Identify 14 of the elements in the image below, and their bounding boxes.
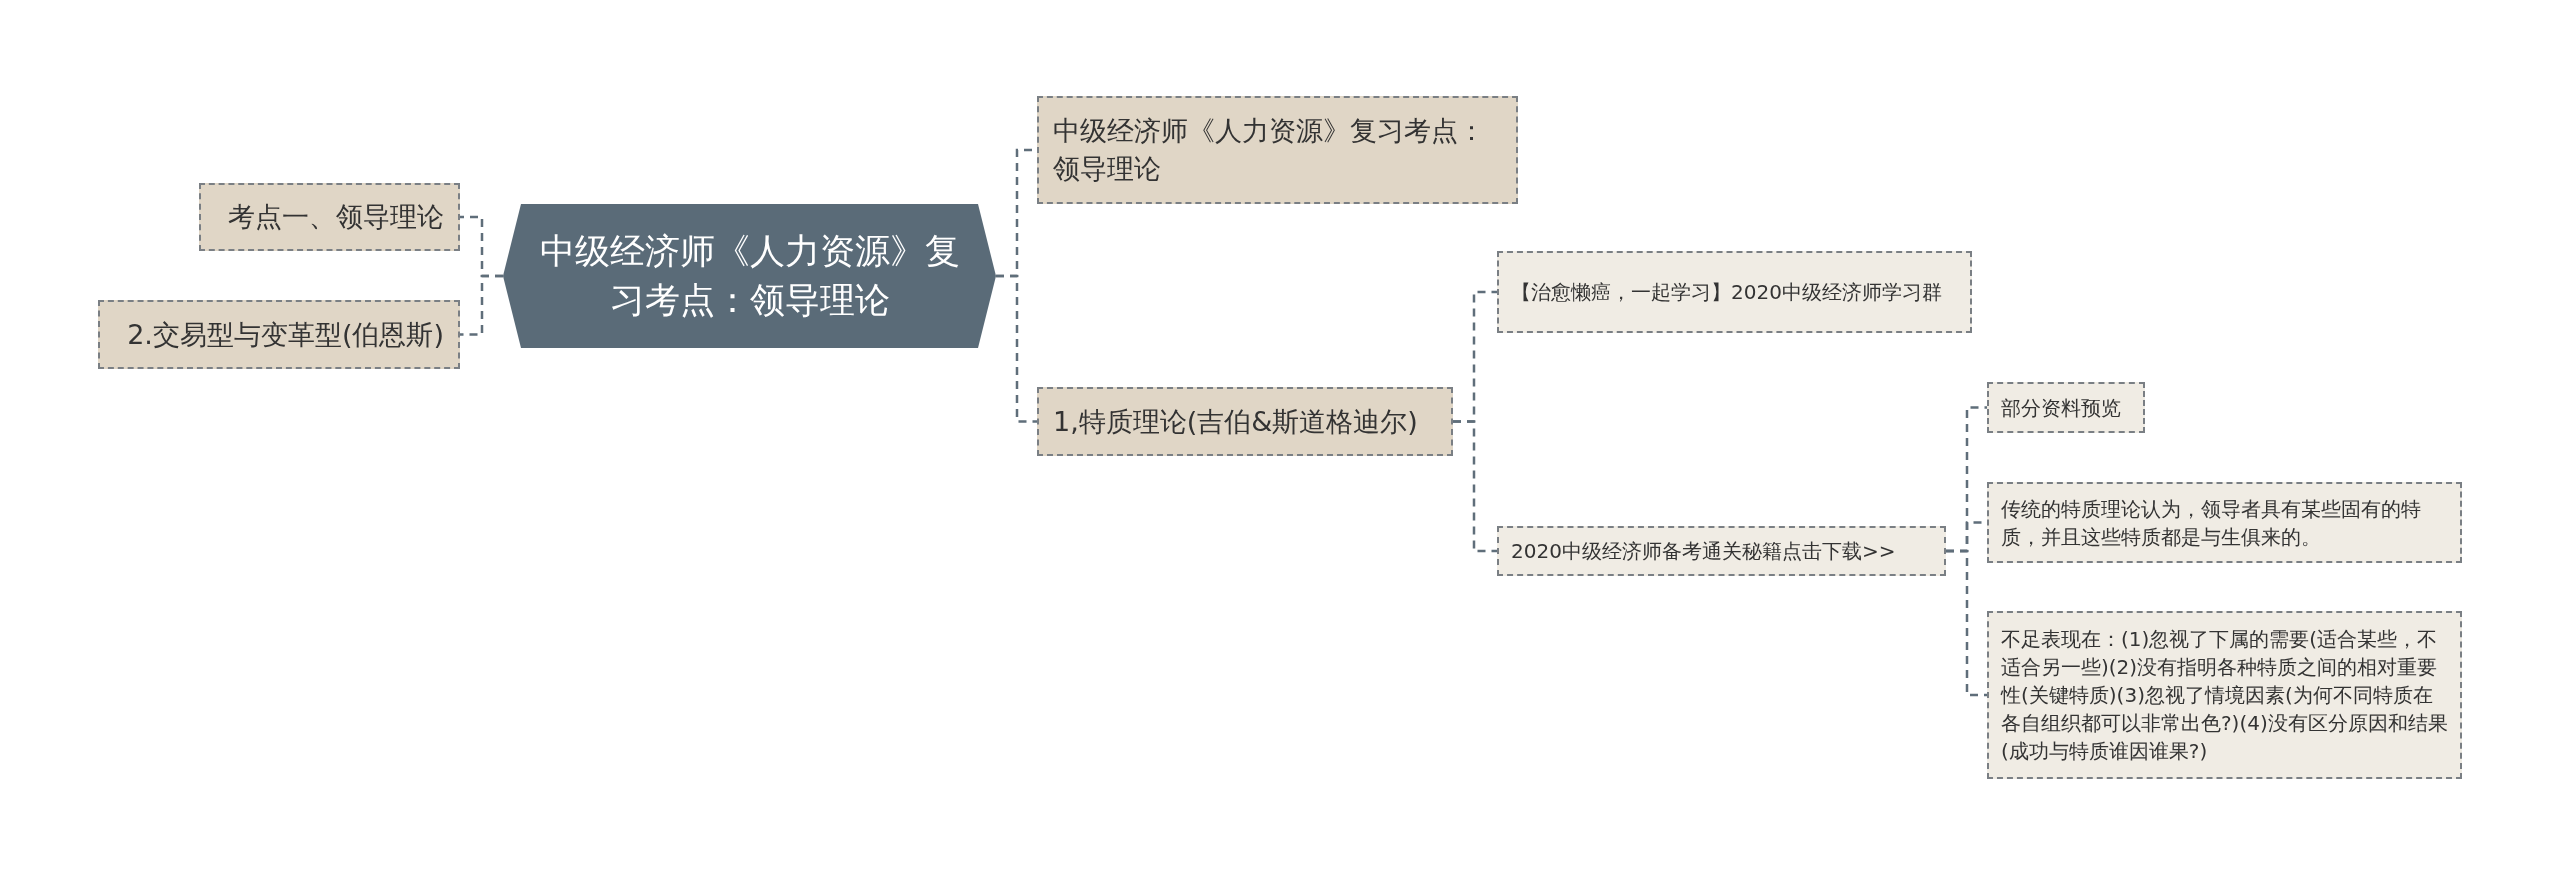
subtopic-box: 【治愈懒癌，一起学习】2020中级经济师学习群	[1497, 251, 1972, 333]
connector-line	[1946, 549, 1987, 697]
subtopic-box: 传统的特质理论认为，领导者具有某些固有的特质，并且这些特质都是与生俱来的。	[1987, 482, 2462, 563]
subtopic-box: 部分资料预览	[1987, 382, 2145, 433]
hexagon-topic: 中级经济师《人力资源》复习考点：领导理论	[503, 204, 996, 348]
topic-box: 1,特质理论(吉伯&斯道格迪尔)	[1037, 387, 1453, 456]
topic-box: 2.交易型与变革型(伯恩斯)	[98, 300, 460, 369]
topic-box: 中级经济师《人力资源》复习考点：领导理论	[1037, 96, 1518, 204]
subtopic-box: 不足表现在：(1)忽视了下属的需要(适合某些，不适合另一些)(2)没有指明各种特质之间的相对重要性(关键特质)(3)忽视了情境因素(为何不同特质在各自组织都可以非常出色?)(4)没有区分原因和结果(成功与特质谁因谁果?)	[1987, 611, 2462, 779]
topic-box: 考点一、领导理论	[199, 183, 460, 251]
connector-line	[1453, 420, 1497, 553]
subtopic-box: 2020中级经济师备考通关秘籍点击下载>>	[1497, 526, 1946, 576]
connector-line	[460, 274, 503, 336]
connector-line	[996, 274, 1037, 423]
